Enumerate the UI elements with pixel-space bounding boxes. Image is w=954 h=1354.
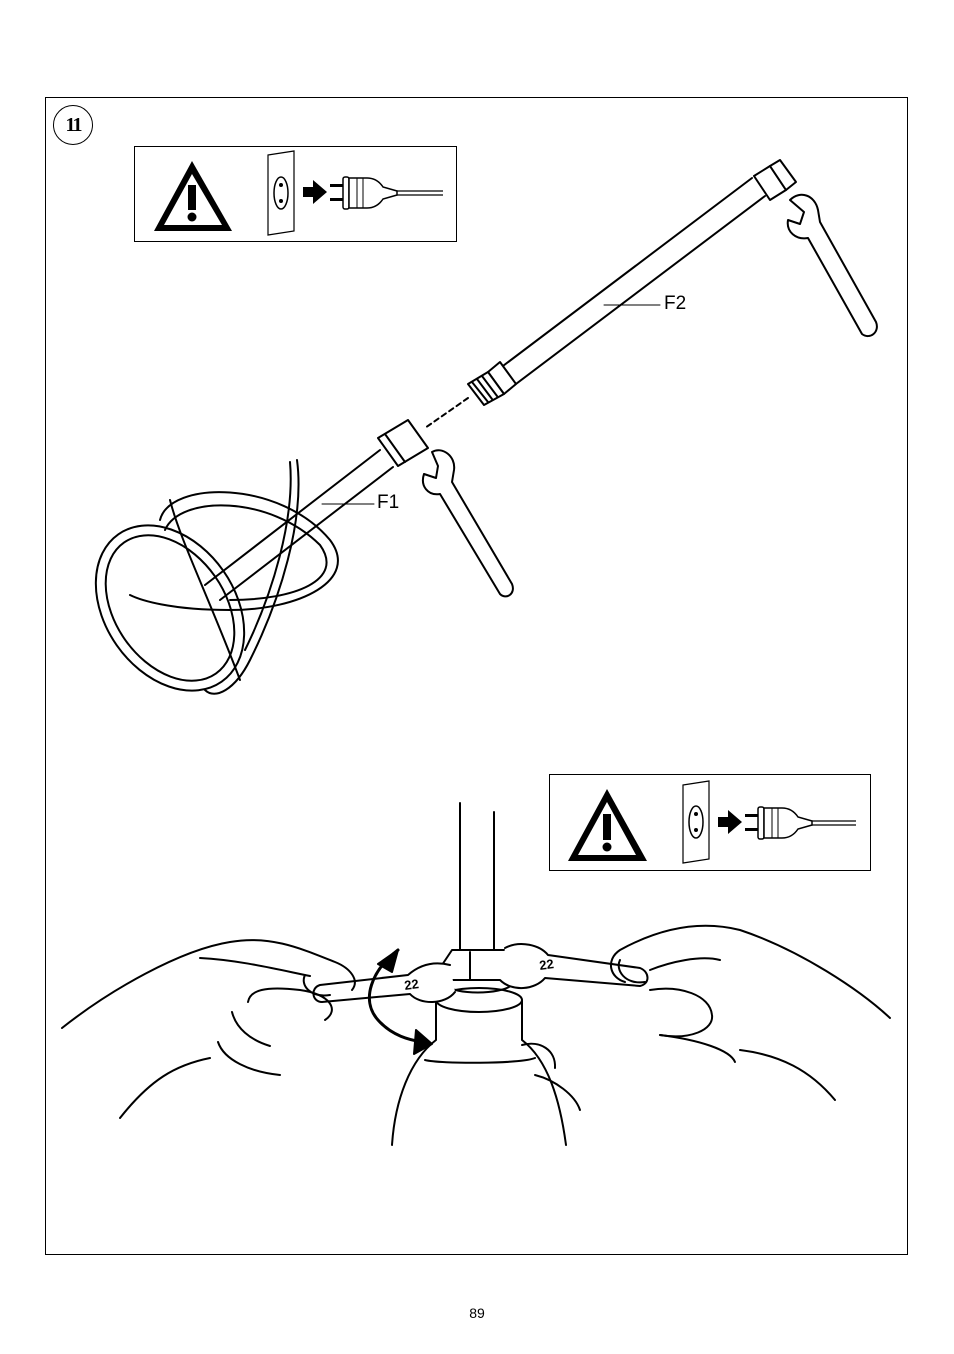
paddle-extension-illustration xyxy=(90,150,890,710)
wrench-tightening-illustration: 22 22 xyxy=(50,795,900,1155)
wrench-size-label-left: 22 xyxy=(403,976,419,993)
callout-mixing-paddle: F1 xyxy=(377,492,399,514)
callout-extension-rod: F2 xyxy=(664,293,686,315)
wrench-size-label-right: 22 xyxy=(538,956,554,973)
page-number: 89 xyxy=(0,1305,954,1321)
step-number-badge: 11 xyxy=(53,105,93,145)
